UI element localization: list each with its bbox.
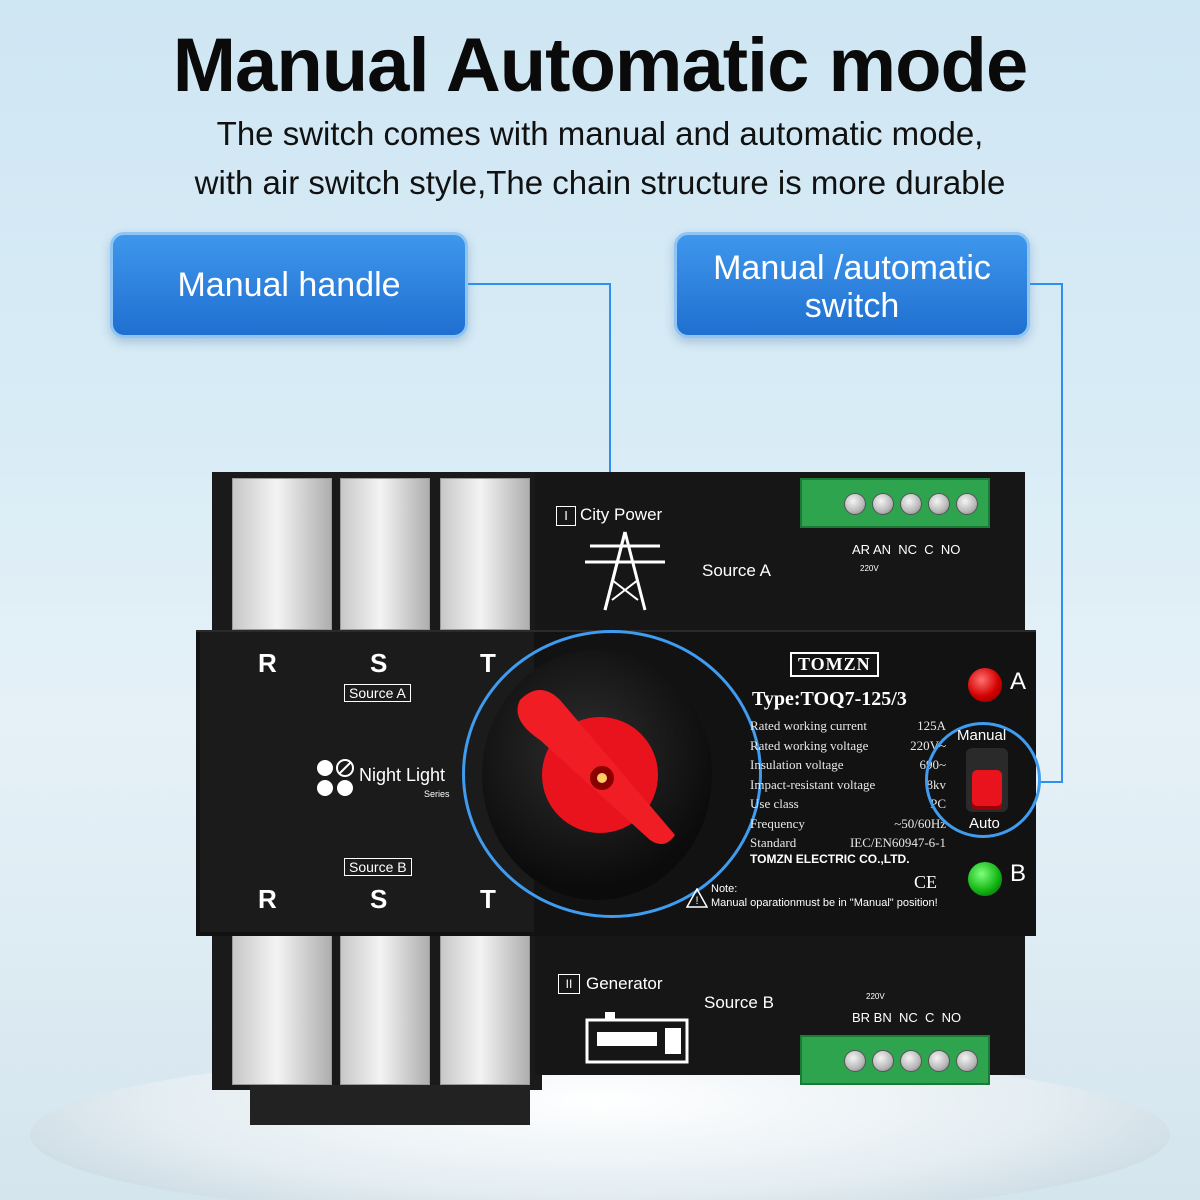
terminal-screw	[900, 1050, 922, 1072]
night-light-logo-icon	[317, 759, 354, 796]
led-b-label: B	[1010, 860, 1027, 887]
spec-label: Use class	[750, 796, 799, 811]
manual-auto-toggle[interactable]	[972, 770, 1002, 810]
brand-logo: TOMZN	[790, 652, 879, 677]
source-b-terminal-labels: BR BN NC C NO	[852, 1010, 962, 1025]
phase-t-top: T	[480, 648, 496, 678]
clear-cover-bottom-r	[232, 925, 332, 1085]
terminal-screw	[928, 493, 950, 515]
phase-r-top: R	[258, 648, 277, 678]
terminal-screw	[872, 493, 894, 515]
svg-text:!: !	[695, 895, 698, 907]
terminal-screw	[928, 1050, 950, 1072]
clear-cover-top-t	[440, 478, 530, 630]
source-b-roman-icon: II	[558, 974, 580, 994]
terminal-screw	[844, 493, 866, 515]
spec-row: Impact-resistant voltage 8kv	[750, 777, 946, 797]
mode-switch-callout: Manual /automatic switch	[674, 232, 1030, 338]
source-b-led	[968, 862, 1002, 896]
mode-auto-label: Auto	[969, 815, 1000, 832]
subtitle-line-2: with air switch style,The chain structur…	[194, 164, 1006, 201]
spec-value: ~50/60Hz	[894, 815, 946, 831]
spec-label: Frequency	[750, 815, 805, 831]
generator-label: Generator	[586, 974, 663, 993]
spec-label: Standard	[750, 835, 797, 850]
source-b-tag: Source B	[344, 858, 412, 876]
spec-row: Rated working current 125A	[750, 718, 946, 738]
source-a-led	[968, 668, 1002, 702]
mode-manual-label: Manual	[957, 727, 1007, 744]
din-rail-foot	[250, 1085, 530, 1125]
manual-handle[interactable]	[500, 680, 700, 860]
note-text: Manual oparationmust be in "Manual" posi…	[711, 897, 938, 909]
note-title: Note:	[711, 883, 738, 895]
manual-handle-callout-label: Manual handle	[177, 266, 401, 304]
phase-s-bottom: S	[370, 884, 388, 914]
source-a-roman-icon: I	[556, 506, 576, 526]
handle-highlight-circle	[462, 630, 762, 918]
phase-r-bottom: R	[258, 884, 277, 914]
led-a-label: A	[1010, 668, 1027, 695]
spec-label: Rated working voltage	[750, 737, 869, 753]
manual-handle-callout: Manual handle	[110, 232, 468, 338]
source-a-label: Source A	[702, 561, 771, 580]
spec-label: Impact-resistant voltage	[750, 776, 876, 792]
subtitle-line-1: The switch comes with manual and automat…	[216, 115, 984, 152]
spec-row: Insulation voltage 690~	[750, 757, 946, 777]
source-a-voltage: 220V	[860, 564, 879, 573]
spec-label: Insulation voltage	[750, 757, 844, 772]
phase-s-top: S	[370, 648, 388, 678]
generator-icon	[585, 1012, 689, 1064]
ce-mark: CE	[914, 872, 938, 892]
spec-row: Use class PC	[750, 796, 946, 816]
terminal-screw	[956, 493, 978, 515]
source-b-label: Source B	[704, 993, 774, 1012]
company-name: TOMZN ELECTRIC CO.,LTD.	[750, 852, 910, 866]
source-b-terminal-block	[800, 1035, 990, 1085]
spec-table: Rated working current 125A Rated working…	[750, 718, 946, 855]
type-label: Type:TOQ7-125/3	[752, 688, 907, 710]
spec-row: Frequency ~50/60Hz	[750, 816, 946, 836]
page-title: Manual Automatic mode	[172, 23, 1028, 108]
terminal-screw	[844, 1050, 866, 1072]
spec-value: IEC/EN60947-6-1	[849, 835, 946, 850]
spec-value: 125A	[917, 718, 946, 733]
source-a-terminal-labels: AR AN NC C NO	[852, 542, 961, 557]
series-sub: Series	[424, 789, 450, 799]
spec-label: Rated working current	[750, 718, 867, 733]
source-b-voltage: 220V	[866, 992, 885, 1001]
source-a-tag: Source A	[344, 684, 411, 702]
source-a-terminal-block	[800, 478, 990, 528]
spec-row: Standard IEC/EN60947-6-1	[750, 835, 946, 855]
clear-cover-bottom-t	[440, 925, 530, 1085]
terminal-screw	[872, 1050, 894, 1072]
mode-switch-callout-line2: switch	[804, 287, 900, 325]
phase-t-bottom: T	[480, 884, 496, 914]
series-name: Night Light	[359, 765, 446, 785]
terminal-screw	[900, 493, 922, 515]
terminal-screw	[956, 1050, 978, 1072]
warning-icon: !	[686, 888, 708, 908]
clear-cover-top-r	[232, 478, 332, 630]
mode-switch-highlight-circle	[925, 722, 1041, 838]
power-tower-icon	[585, 531, 665, 611]
clear-cover-top-s	[340, 478, 430, 630]
city-power-label: City Power	[580, 505, 663, 524]
mode-switch-callout-line1: Manual /automatic	[713, 249, 991, 287]
clear-cover-bottom-s	[340, 925, 430, 1085]
spec-row: Rated working voltage 220V~	[750, 738, 946, 758]
